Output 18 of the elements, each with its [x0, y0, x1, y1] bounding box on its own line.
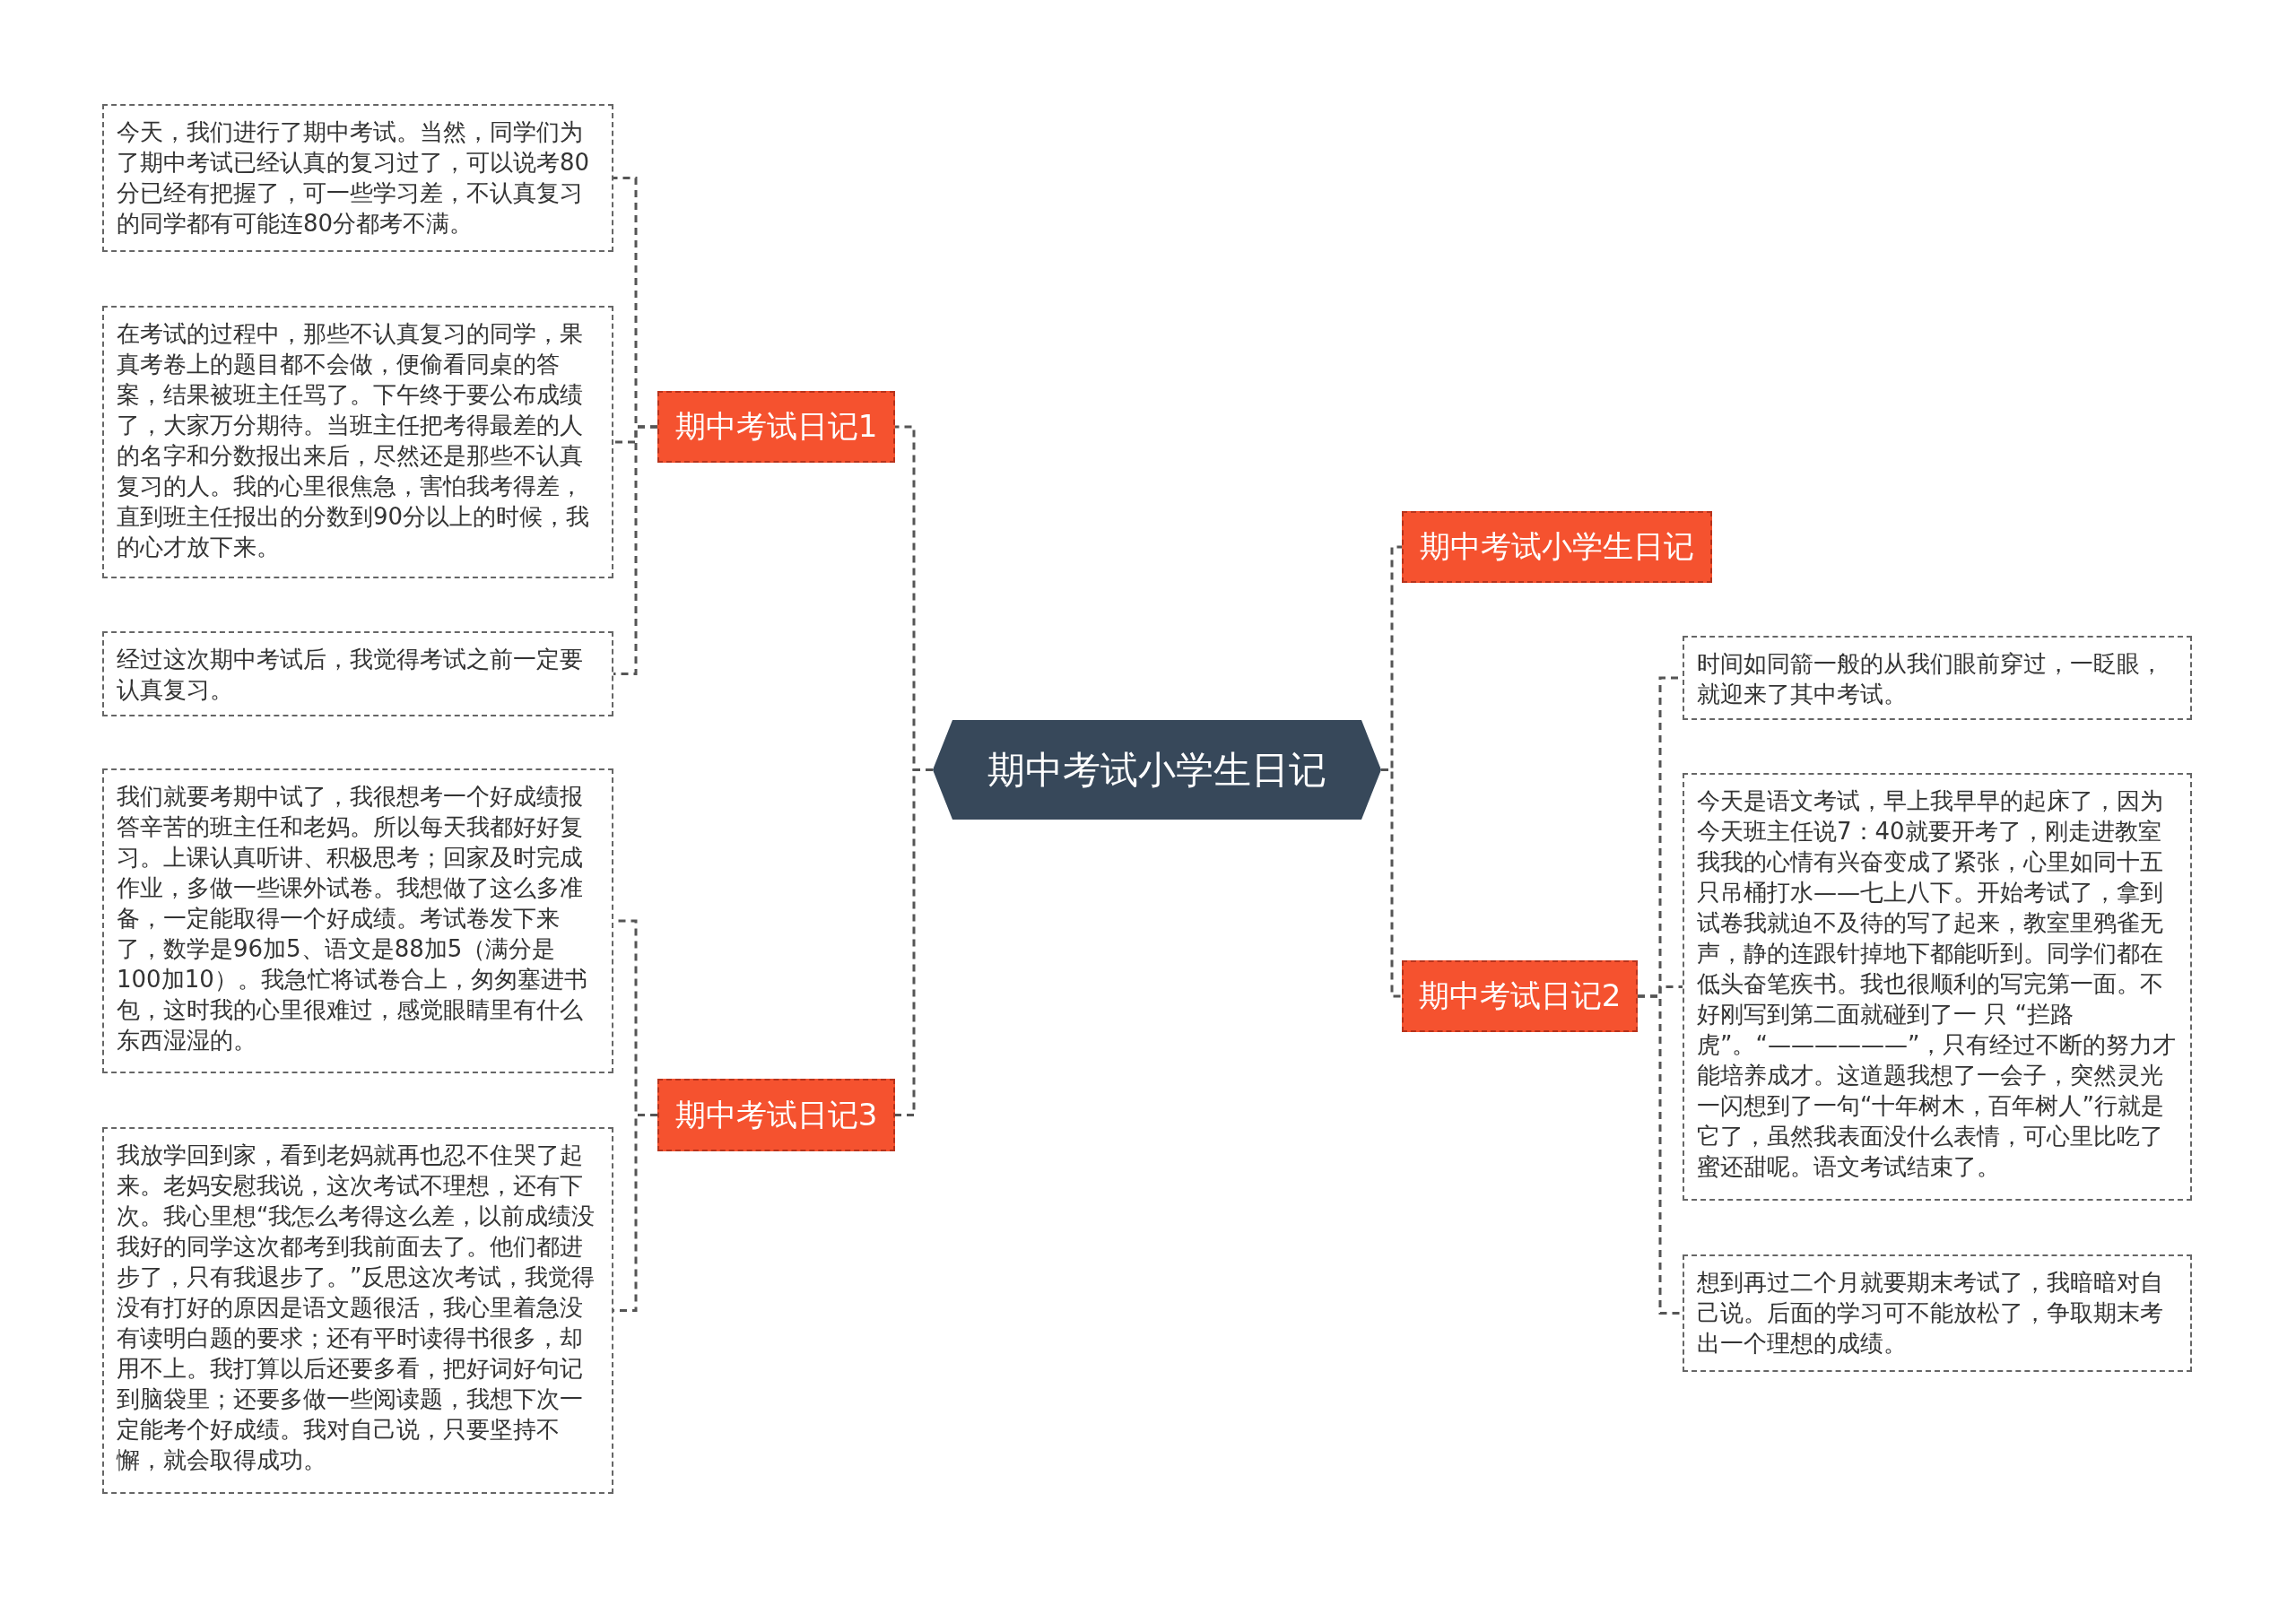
connector-line [1381, 768, 1402, 998]
text-note-box: 我放学回到家，看到老妈就再也忍不住哭了起来。老妈安慰我说，这次考试不理想，还有下次。我心里想“我怎么考得这么差，以前成绩没我好的同学这次都考到我前面去了。他们都进步了，只有我退步了。”反思这次考试，我觉得没有打好的原因是语文题很活，我心里着急没有读明白题的要求；还有平时读得书很多，却用不上。我打算以后还要多看，把好词好句记到脑袋里；还要多做一些阅读题，我想下次一定能考个好成绩。我对自己说，只要坚持不懈，就会取得成功。 [102, 1127, 613, 1494]
connector-line [895, 768, 933, 1116]
text-note-box: 想到再过二个月就要期末考试了，我暗暗对自己说。后面的学习可不能放松了，争取期末考出一个理想的成绩。 [1683, 1254, 2192, 1372]
connector-line [613, 425, 657, 675]
central-topic-hexagon [933, 720, 1381, 820]
text-note-box: 经过这次期中考试后，我觉得考试之前一定要认真复习。 [102, 631, 613, 716]
branch-topic: 期中考试日记1 [657, 391, 895, 463]
text-note-box: 我们就要考期中试了，我很想考一个好成绩报答辛苦的班主任和老妈。所以每天我都好好复习。上课认真听讲、积极思考；回家及时完成作业，多做一些课外试卷。我想做了这么多准备，一定能取得一个好成绩。考试卷发下来了，数学是96加5、语文是88加5（满分是100加10）。我急忙将试卷合上，匆匆塞进书包，这时我的心里很难过，感觉眼睛里有什么东西湿湿的。 [102, 768, 613, 1073]
branch-topic: 期中考试日记3 [657, 1079, 895, 1151]
topic-text: 期中考试小学生日记 [987, 746, 1326, 794]
connector-line [1638, 994, 1683, 1315]
branch-topic: 期中考试日记2 [1402, 960, 1638, 1032]
branch-topic: 期中考试小学生日记 [1402, 511, 1712, 583]
text-note-box: 时间如同箭一般的从我们眼前穿过，一眨眼，就迎来了其中考试。 [1683, 636, 2192, 720]
text-note-box: 今天，我们进行了期中考试。当然，同学们为了期中考试已经认真的复习过了，可以说考80分已经有把握了，可一些学习差，不认真复习的同学都有可能连80分都考不满。 [102, 104, 613, 252]
text-note-box: 在考试的过程中，那些不认真复习的同学，果真考卷上的题目都不会做，便偷看同桌的答案，结果被班主任骂了。下午终于要公布成绩了，大家万分期待。当班主任把考得最差的人的名字和分数报出来后，尽然还是那些不认真复习的人。我的心里很焦急，害怕我考得差，直到班主任报出的分数到90分以上的时候，我的心才放下来。 [102, 306, 613, 578]
text-note-box: 今天是语文考试，早上我早早的起床了，因为今天班主任说7：40就要开考了，刚走进教室我我的心情有兴奋变成了紧张，心里如同十五只吊桶打水——七上八下。开始考试了，拿到试卷我就迫不及待的写了起来，教室里鸦雀无声，静的连跟针掉地下都能听到。同学们都在低头奋笔疾书。我也很顺利的写完第一面。不好刚写到第二面就碰到了一 只 “拦路虎”。“——————”，只有经过不断的努力才能培养成才。这道题我想了一会子，突然灵光一闪想到了一句“十年树木，百年树人”行就是它了，虽然我表面没什么表情，可心里比吃了蜜还甜呢。语文考试结束了。 [1683, 773, 2192, 1201]
